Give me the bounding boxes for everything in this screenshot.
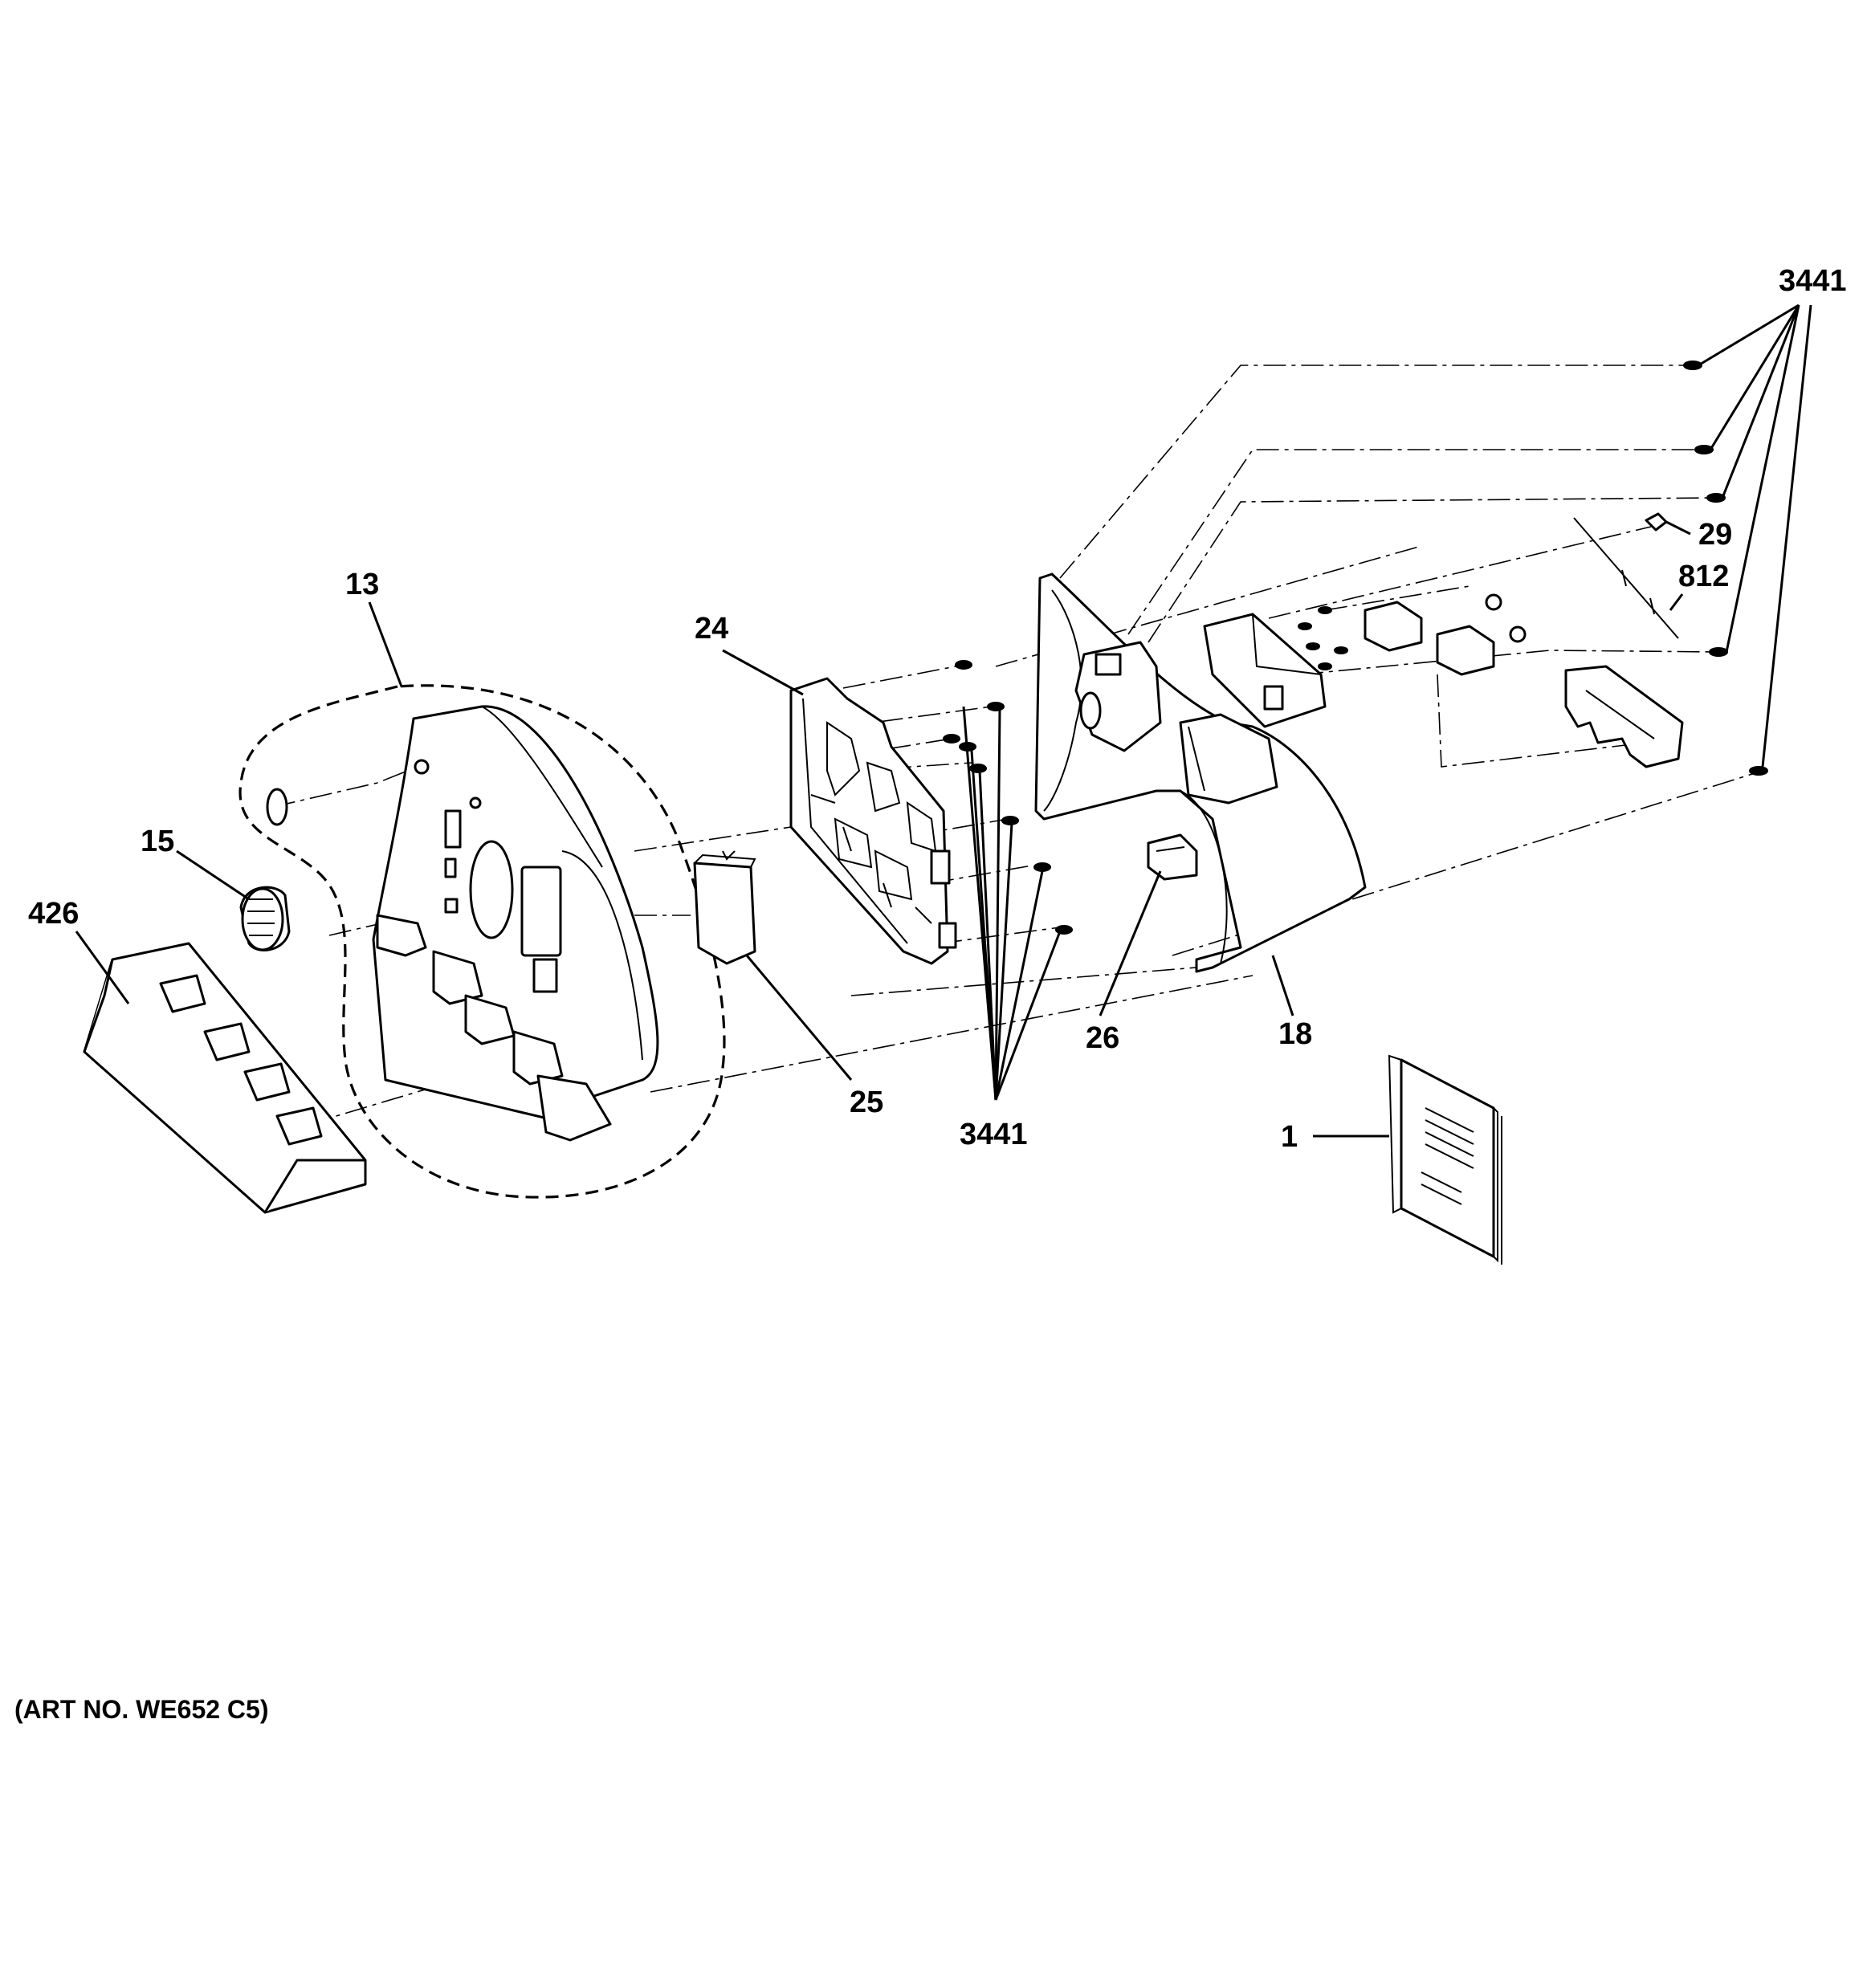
screw: [987, 702, 1005, 711]
screws-3441: [943, 361, 1768, 935]
screw: [1306, 642, 1320, 650]
callout-29: 29: [1698, 518, 1732, 552]
callout-24: 24: [695, 612, 728, 646]
part-15-knob: [239, 886, 291, 951]
screw: [1033, 862, 1051, 872]
part-24-control-board: [789, 677, 957, 965]
lcd-display: [520, 866, 562, 957]
callout-25: 25: [850, 1086, 883, 1119]
callout-3441-top: 3441: [1779, 264, 1847, 298]
screw: [1318, 662, 1332, 670]
panel-buttons: [532, 958, 558, 993]
part-13-assembly-boundary: [238, 684, 726, 1199]
callout-3441-bottom: 3441: [960, 1118, 1028, 1151]
screw: [1709, 647, 1728, 657]
assembly-guide-lines: [272, 365, 1763, 1125]
part-25-module: [693, 850, 756, 965]
callout-18: 18: [1278, 1017, 1312, 1051]
callout-1: 1: [1281, 1120, 1298, 1154]
callout-15: 15: [141, 825, 174, 858]
part-1-manual: [1388, 1054, 1502, 1265]
screw: [1683, 361, 1702, 370]
callout-26: 26: [1086, 1021, 1119, 1055]
screw: [1001, 816, 1019, 825]
part-426-button-bar: [83, 942, 367, 1214]
screw: [955, 660, 972, 670]
screw: [1706, 493, 1726, 503]
callout-labels: 3441 29 812 13 24 15 426 25 26 18 3441 1: [28, 264, 1847, 1154]
screw: [1298, 622, 1312, 630]
screw: [1318, 606, 1332, 614]
part-812-wire: [1573, 517, 1679, 639]
indicator-lens: [266, 788, 288, 826]
leader-lines: [75, 303, 1812, 1138]
latch-bracket: [1564, 665, 1684, 768]
part-13-control-panel: [238, 684, 726, 1199]
screw: [1334, 646, 1348, 654]
callout-13: 13: [345, 568, 379, 601]
callout-426: 426: [28, 897, 79, 931]
callout-812: 812: [1678, 560, 1729, 593]
part-26-switch: [1147, 833, 1198, 881]
screw: [1694, 445, 1714, 454]
screw: [943, 734, 960, 743]
part-18-rear-housing: [1034, 572, 1367, 973]
switch-housing: [1203, 593, 1527, 728]
art-number: (ART NO. WE652 C5): [14, 1695, 268, 1724]
screw: [1749, 766, 1768, 776]
display-window: [469, 840, 514, 939]
